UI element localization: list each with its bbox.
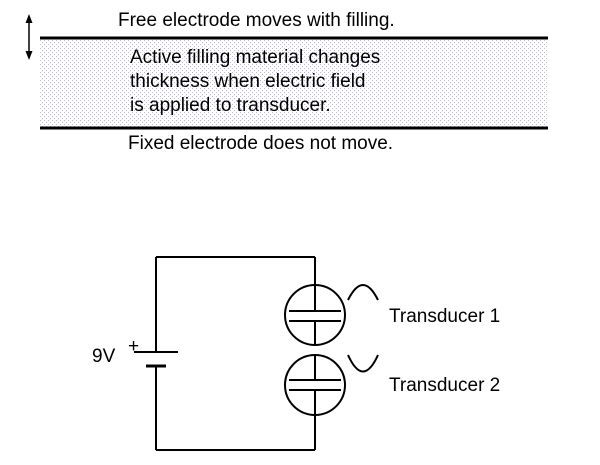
filling-description-line: thickness when electric field [130, 71, 366, 92]
transducer-2-label: Transducer 2 [389, 375, 501, 396]
battery-symbol [134, 351, 178, 368]
battery-plus-sign: + [128, 336, 140, 357]
transducer-1-label: Transducer 1 [389, 306, 501, 327]
battery-voltage-label: 9V [92, 346, 116, 367]
vibration-wave-icon [347, 354, 379, 373]
vibration-wave-icon [347, 284, 379, 301]
top-caption: Free electrode moves with filling. [118, 10, 395, 31]
filling-description-line: Active filling material changes [130, 47, 381, 68]
bottom-caption: Fixed electrode does not move. [128, 133, 394, 154]
up-down-arrow-icon [25, 14, 33, 60]
transducer-1-symbol [284, 284, 346, 346]
transducer-2-symbol [284, 354, 346, 416]
active-filling-region [40, 39, 548, 128]
filling-description-line: is applied to transducer. [130, 95, 331, 116]
circuit-wires [155, 256, 316, 451]
